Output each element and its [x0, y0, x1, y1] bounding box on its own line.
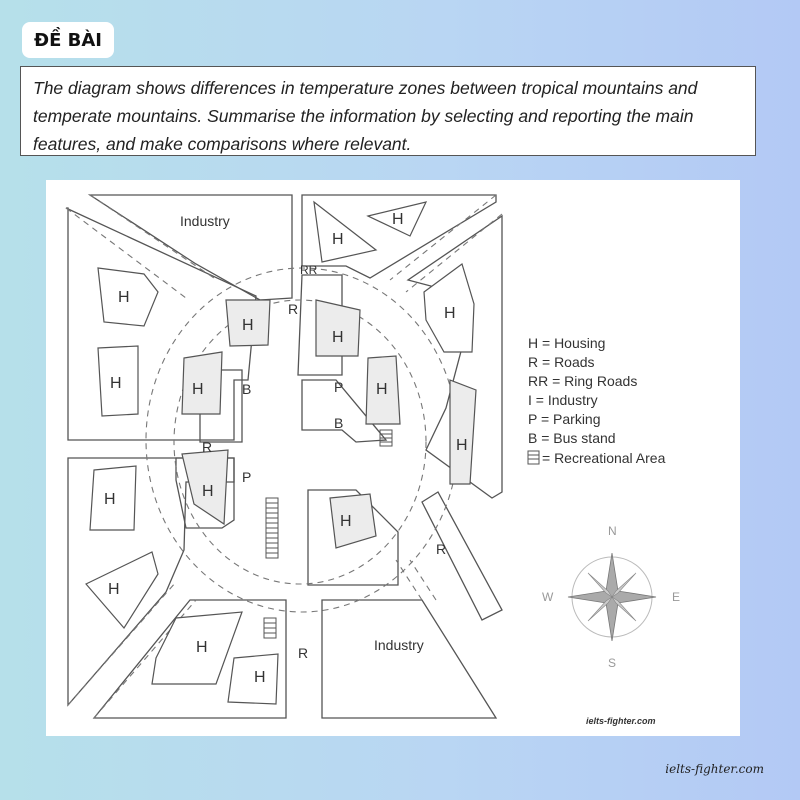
house-inner-w: [181, 351, 223, 415]
house-east: [423, 263, 475, 353]
label-h-inner-w: H: [192, 381, 204, 398]
label-parking-e: P: [334, 379, 343, 395]
recreational-area-icons: [263, 429, 393, 639]
label-h-inner-ne: H: [332, 329, 344, 346]
legend: H = Housing R = Roads RR = Ring Roads I …: [527, 335, 666, 466]
label-h-w: H: [110, 375, 122, 392]
label-h-inner-se: H: [340, 513, 352, 530]
legend-item: I = Industry: [528, 392, 598, 408]
rec-south: [265, 497, 279, 559]
label-h-n1: H: [332, 231, 344, 248]
label-road-se: R: [436, 541, 446, 557]
label-road-n: R: [288, 301, 298, 317]
rec-east: [379, 429, 393, 447]
legend-item: H = Housing: [528, 335, 605, 351]
legend-item: RR = Ring Roads: [528, 373, 637, 389]
label-h-inner-sw: H: [202, 483, 214, 500]
label-industry-south: Industry: [374, 637, 424, 653]
label-ring-roads: RR: [300, 263, 318, 277]
house-s2: [227, 653, 279, 705]
block-east: [406, 214, 503, 499]
title-badge: ĐỀ BÀI: [22, 22, 114, 58]
house-sw2: [85, 551, 159, 630]
compass-n: N: [608, 524, 617, 538]
label-road-s: R: [298, 645, 308, 661]
house-n1: [313, 200, 378, 263]
block-centre-east: [307, 489, 399, 586]
town-map: H H H H H H H H H H H H H H H H RR R R R…: [65, 194, 680, 726]
compass-e: E: [672, 590, 680, 604]
label-h-east-long: H: [456, 437, 468, 454]
legend-item: = Recreational Area: [542, 450, 666, 466]
house-inner-se: [329, 493, 377, 549]
house-inner-n: [225, 299, 271, 347]
label-h-nw: H: [118, 289, 130, 306]
block-south-east: [321, 599, 498, 719]
label-h-sw1: H: [104, 491, 116, 508]
house-nw: [97, 267, 159, 327]
label-h-inner-n: H: [242, 317, 254, 334]
label-parking-w: P: [242, 469, 251, 485]
legend-rec-icon: [527, 450, 540, 465]
label-h-s2: H: [254, 669, 266, 686]
block-inner-east: [301, 379, 388, 443]
map-figure: H H H H H H H H H H H H H H H H RR R R R…: [46, 180, 740, 736]
block-inner-north: [199, 369, 243, 443]
house-inner-ne: [315, 299, 361, 357]
house-sw1: [89, 465, 137, 531]
task-prompt: The diagram shows differences in tempera…: [20, 66, 756, 156]
label-bus-w: B: [242, 381, 251, 397]
house-east-long: [449, 379, 477, 485]
block-south-west-bottom: [92, 599, 287, 719]
house-n2: [366, 201, 428, 237]
block-north-west-top: [87, 194, 293, 301]
legend-item: R = Roads: [528, 354, 595, 370]
label-h-inner-e: H: [376, 381, 388, 398]
house-s1: [151, 611, 243, 685]
house-inner-sw: [181, 449, 229, 526]
footer-credit: ielts-fighter.com: [665, 762, 764, 776]
label-h-s1: H: [196, 639, 208, 656]
ring-road-inner: [173, 299, 427, 585]
label-h-sw2: H: [108, 581, 120, 598]
label-bus-e: B: [334, 415, 343, 431]
legend-item: B = Bus stand: [528, 430, 616, 446]
compass-w: W: [542, 590, 554, 604]
legend-item: P = Parking: [528, 411, 601, 427]
compass-rose: N S E W: [542, 524, 680, 670]
label-road-w: R: [202, 439, 212, 455]
rec-south-2: [263, 617, 277, 639]
figure-watermark: ielts-fighter.com: [586, 716, 656, 726]
label-industry-north: Industry: [180, 213, 230, 229]
compass-s: S: [608, 656, 616, 670]
block-north-west: [65, 207, 257, 441]
label-h-east: H: [444, 305, 456, 322]
house-w: [97, 345, 139, 417]
block-centre-west: [175, 457, 235, 529]
road-southeast: [421, 491, 503, 621]
house-inner-e: [365, 355, 401, 425]
block-north-east-inner: [297, 274, 343, 376]
label-h-n2: H: [392, 211, 404, 228]
